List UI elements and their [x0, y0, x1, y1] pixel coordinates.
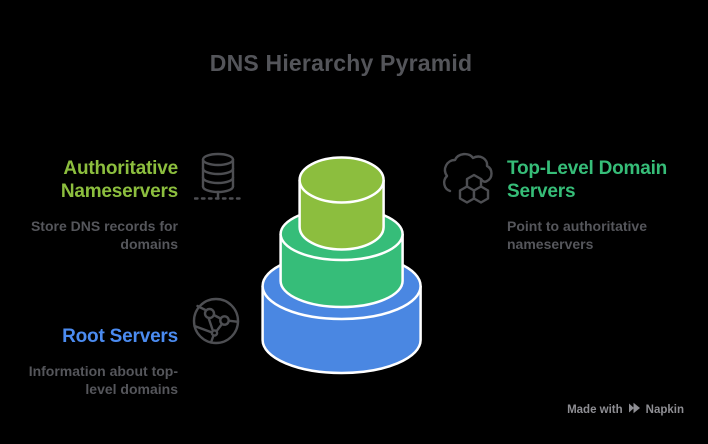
- authoritative-heading: Authoritative Nameservers: [60, 158, 178, 202]
- napkin-logo-icon: [628, 402, 641, 417]
- block-top-level-domain-servers: Top-Level Domain Servers Point to author…: [507, 157, 687, 253]
- block-authoritative-nameservers: Authoritative Nameservers Store DNS reco…: [6, 157, 178, 253]
- made-with-napkin-badge[interactable]: Made with Napkin: [567, 402, 684, 417]
- database-icon: [193, 151, 244, 210]
- badge-prefix: Made with: [567, 403, 623, 416]
- tld-description: Point to authoritative nameservers: [507, 218, 647, 252]
- pyramid-tier-authoritative: [298, 156, 385, 251]
- root-heading: Root Servers: [62, 326, 178, 347]
- cloud-hexagons-icon: [440, 150, 496, 209]
- badge-brand: Napkin: [645, 403, 684, 416]
- diagram-title: DNS Hierarchy Pyramid: [209, 50, 473, 76]
- tld-heading: Top-Level Domain Servers: [507, 158, 668, 202]
- pyramid-chart: [261, 156, 422, 375]
- globe-network-icon: [191, 296, 241, 351]
- block-root-servers: Root Servers Information about top-level…: [6, 325, 179, 398]
- authoritative-description: Store DNS records for domains: [30, 218, 178, 252]
- root-description: Information about top-level domains: [28, 363, 178, 397]
